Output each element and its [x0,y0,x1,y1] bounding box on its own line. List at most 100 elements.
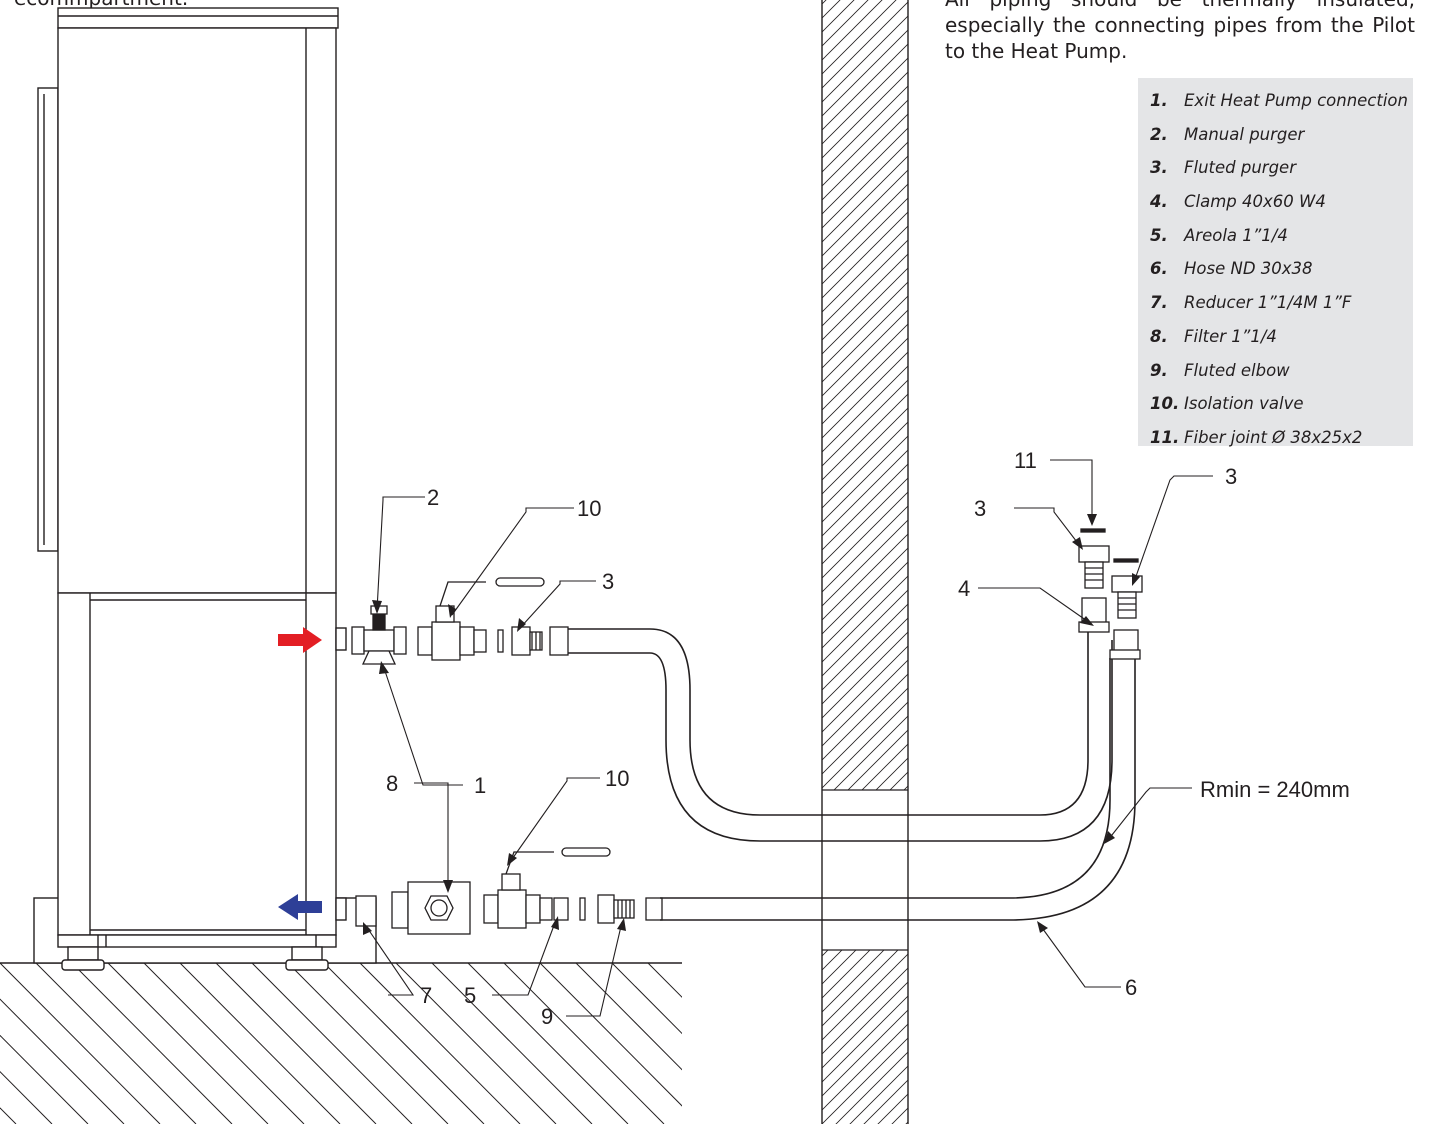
note-line-3: to the Heat Pump. [945,39,1128,63]
heat-pump-unit [37,7,347,971]
ground-hatch-line [0,998,125,1124]
ground-hatch-line [647,963,682,998]
ground-hatch-line [107,963,269,1124]
filter-fitting [391,881,471,935]
legend-item-11: 11.Fiber joint Ø 38x25x2 [1150,427,1363,447]
radius-label: Rmin = 240mm [1200,777,1350,802]
unit-side-panel [37,87,59,552]
legend-item-5: 5.Areola 1”1/4 [1150,225,1288,245]
fiber-joint-right [1113,558,1139,563]
cut-off-text-fragment: ecommpartment. [14,0,188,10]
ground-hatch-line [575,963,682,1071]
ground-hatch-line [359,963,521,1124]
leader-lines [365,459,1213,1017]
ground-hatch-line [0,963,161,1124]
ground-hatch-line [71,963,233,1124]
callout-7: 7 [420,983,432,1008]
callout-3-upper-right: 3 [1225,464,1237,489]
fiber-joint-left [1080,528,1106,533]
fluted-purger-left [1078,545,1110,589]
callout-5: 5 [464,983,476,1008]
hoses [568,628,1136,921]
parts-legend: 1.Exit Heat Pump connection 2.Manual pur… [1138,78,1413,447]
legend-item-2: 2.Manual purger [1150,124,1305,144]
callout-10-top: 10 [577,496,601,521]
clamp-left [1078,621,1110,633]
ground-hatch-line [467,963,629,1124]
unit-pad-right [285,959,329,971]
legend-item-6: 6.Hose ND 30x38 [1150,259,1313,279]
unit-pad-left [61,959,105,971]
isolation-valve-lower [483,847,611,929]
lower-fittings [355,847,663,935]
fluted-purger-outlet [511,626,543,656]
hot-hose-outer [568,628,1089,816]
upper-gasket [497,629,504,653]
ground-hatch-line [0,1034,89,1124]
ground-hatch-line [287,963,449,1124]
legend-item-9: 9.Fluted elbow [1150,360,1290,380]
wall [821,0,909,1124]
manual-purger [372,611,386,631]
cold-hose-inner [660,658,1111,899]
hot-hose-inner [568,640,1113,842]
callouts: 2 10 3 1 8 10 7 5 9 6 4 11 3 3 Rmin = 24… [386,448,1350,1029]
callout-10-bottom: 10 [605,766,629,791]
unit-outlet-stub [335,627,347,651]
unit-foot-right [291,946,323,961]
cold-hose-outer [660,650,1136,921]
callout-6: 6 [1125,975,1137,1000]
cold-inlet-arrow-icon [278,894,322,920]
wall-hatch-upper [822,0,908,790]
leader-arrowheads [363,514,1140,935]
lower-hose-clamp [645,897,663,921]
callout-11: 11 [1014,448,1037,473]
ground-hatch-line [215,963,377,1124]
ground-hatch-line [35,963,197,1124]
callout-3-outlet: 3 [602,569,614,594]
callout-4: 4 [958,576,970,601]
ground-hatch-line [0,1070,53,1124]
areola-fitting [553,897,569,921]
callout-8: 8 [386,771,398,796]
hot-outlet-arrow-icon [278,627,322,653]
wall-opening [822,790,908,950]
unit-foot-left [67,946,99,961]
fluted-purger-right [1111,575,1143,619]
legend-item-3: 3.Fluted purger [1150,158,1296,178]
legend-item-7: 7.Reducer 1”1/4M 1”F [1150,293,1352,313]
ground-hatch-line [251,963,413,1124]
note-line-2: especially the connecting pipes from the… [945,13,1415,37]
ground-hatch-line [323,963,485,1124]
ground-hatch-line [179,963,341,1124]
unit-lower-body [57,592,337,936]
callout-2: 2 [427,485,439,510]
legend-item-1: 1.Exit Heat Pump connection [1150,91,1408,110]
fluted-elbow-fitting [597,894,635,924]
right-stub-right [1113,629,1139,653]
note-line-1: All piping should be thermally insulated… [945,0,1415,12]
ground-hatch-line [503,963,665,1124]
ground-hatch-line [395,963,557,1124]
ground-hatch [0,963,682,1124]
unit-upper-body [57,27,337,594]
unit-inlet-stub [335,897,347,921]
clamp-right [1109,649,1141,660]
ground-hatch-line [143,963,305,1124]
unit-base [57,934,337,948]
lower-gasket [579,897,586,921]
legend-item-4: 4.Clamp 40x60 W4 [1150,192,1326,212]
callout-9: 9 [541,1004,553,1029]
upper-fittings [351,577,569,665]
callout-1: 1 [474,773,486,798]
ground-hatch-line [431,963,593,1124]
ground-hatch-line [539,963,682,1107]
callout-3-upper-left: 3 [974,496,986,521]
legend-item-8: 8.Filter 1”1/4 [1150,326,1277,346]
legend-list: 1.Exit Heat Pump connection 2.Manual pur… [1138,78,1413,455]
wall-hatch-lower [822,950,908,1124]
unit-top-cap [57,7,339,29]
insulation-note: All piping should be thermally insulated… [945,0,1415,64]
isolation-valve-upper [417,577,545,661]
